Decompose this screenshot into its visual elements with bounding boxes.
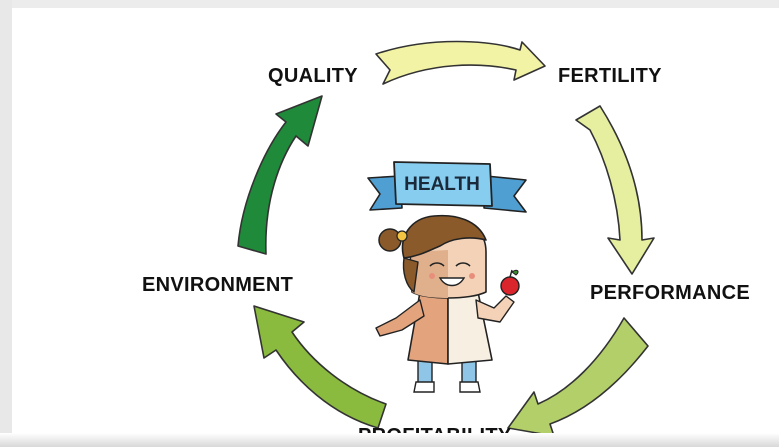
arrow-profitability-to-environment [253,305,387,429]
stage-label-performance: PERFORMANCE [590,282,750,304]
right-boot [459,381,481,393]
hair-tie [396,230,408,242]
window-top-edge [0,0,779,8]
stage-label-fertility: FERTILITY [558,65,662,87]
health-banner-label: HEALTH [404,174,480,195]
smile [438,277,466,287]
right-eye [455,262,471,267]
arrow-performance-to-profitability [507,317,649,437]
side-hair [402,257,419,293]
banner-main [393,161,493,207]
left-boot [413,381,435,393]
arrow-fertility-to-performance [575,105,655,275]
stage-label-quality: QUALITY [268,65,358,87]
window-bottom-edge [0,433,779,447]
right-cheek [469,273,475,279]
arrow-quality-to-fertility [375,40,546,85]
dress-right [447,291,493,365]
dress-left [407,291,449,365]
apple-icon [500,269,520,296]
stage-label-environment: ENVIRONMENT [142,274,294,296]
hair-bun [378,228,402,252]
right-arm [475,295,515,323]
farmer-girl-illustration [375,214,520,393]
health-banner [367,161,527,213]
left-arm [375,299,425,337]
window-left-edge [0,0,12,447]
left-eye [429,262,445,267]
left-cheek [429,273,435,279]
arrow-environment-to-quality [237,95,323,255]
hair [401,214,487,259]
